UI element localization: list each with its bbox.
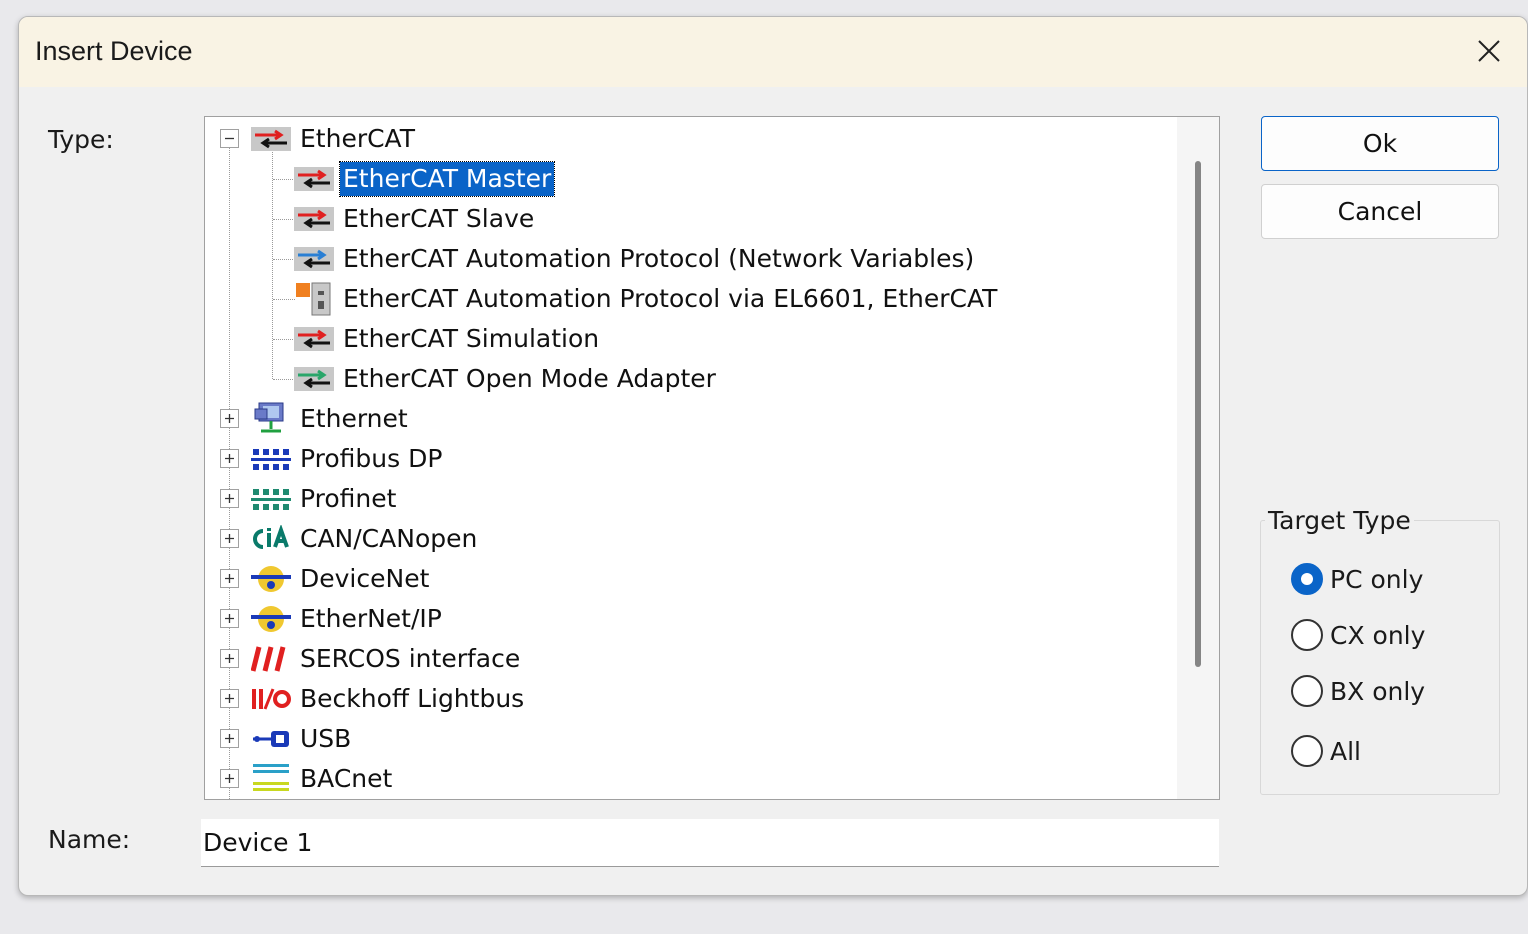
tree-item-ethernetip[interactable]: EtherNet/IP <box>251 599 445 639</box>
expand-toggle-ethernetip[interactable] <box>220 609 239 628</box>
tree-item-ethercat-master[interactable]: EtherCAT Master <box>294 159 556 199</box>
ethernetip-icon <box>251 601 291 637</box>
tree-item-label: USB <box>300 724 352 753</box>
tree-item-ethernet[interactable]: Ethernet <box>251 399 411 439</box>
tree-item-sercos-interface[interactable]: SERCOS interface <box>251 639 523 679</box>
tree-item-label: Profibus DP <box>300 444 443 473</box>
expand-toggle-lightbus[interactable] <box>220 689 239 708</box>
tree-item-ethercat-slave[interactable]: EtherCAT Slave <box>294 199 537 239</box>
expand-toggle-can[interactable] <box>220 529 239 548</box>
radio-label: PC only <box>1330 564 1424 594</box>
tree-item-label: EtherCAT Simulation <box>343 324 600 353</box>
radio-indicator <box>1291 735 1323 767</box>
terminal-icon <box>294 281 334 317</box>
tree-item-label: EtherCAT Automation Protocol via EL6601,… <box>343 284 998 313</box>
tree-item-label: EtherCAT Open Mode Adapter <box>343 364 716 393</box>
tree-item-profinet[interactable]: Profinet <box>251 479 399 519</box>
ethercat-red-icon <box>294 321 334 357</box>
tree-item-label: Profinet <box>300 484 397 513</box>
tree-item-label: Beckhoff Lightbus <box>300 684 525 713</box>
profibus-icon <box>251 441 291 477</box>
tree-item-beckhoff-lightbus[interactable]: Beckhoff Lightbus <box>251 679 527 719</box>
tree-item-profibus-dp[interactable]: Profibus DP <box>251 439 445 479</box>
expand-toggle-bacnet[interactable] <box>220 769 239 788</box>
tree-item-ethercat[interactable]: EtherCAT <box>251 119 418 159</box>
radio-label: All <box>1330 736 1361 766</box>
name-label: Name: <box>48 825 131 854</box>
tree-item-eap-el6601[interactable]: EtherCAT Automation Protocol via EL6601,… <box>294 279 1000 319</box>
tree-item-label: EtherCAT Master <box>338 161 556 197</box>
lightbus-icon <box>251 681 291 717</box>
expand-toggle-devicenet[interactable] <box>220 569 239 588</box>
title-bar: Insert Device <box>19 17 1527 87</box>
ethercat-green-icon <box>294 361 334 397</box>
dialog-title: Insert Device <box>35 36 193 66</box>
tree-item-label: EtherCAT <box>300 124 415 153</box>
usb-icon <box>251 721 291 757</box>
tree-item-label: BACnet <box>300 764 393 793</box>
expand-toggle-sercos[interactable] <box>220 649 239 668</box>
radio-all[interactable]: All <box>1291 735 1361 767</box>
tree-item-can-canopen[interactable]: CAN/CANopen <box>251 519 480 559</box>
radio-indicator <box>1291 619 1323 651</box>
tree-item-label: CAN/CANopen <box>300 524 478 553</box>
tree-item-devicenet[interactable]: DeviceNet <box>251 559 432 599</box>
tree-item-label: Ethernet <box>300 404 408 433</box>
expand-toggle-profinet[interactable] <box>220 489 239 508</box>
name-input[interactable] <box>201 819 1219 867</box>
tree-item-bacnet[interactable]: BACnet <box>251 759 395 799</box>
tree-item-label: SERCOS interface <box>300 644 521 673</box>
tree-scrollbar[interactable] <box>1177 117 1219 799</box>
close-icon <box>1478 40 1500 62</box>
tree-item-ethercat-open-mode-adapter[interactable]: EtherCAT Open Mode Adapter <box>294 359 719 399</box>
radio-label: BX only <box>1330 676 1426 706</box>
profinet-icon <box>251 481 291 517</box>
ethercat-red-icon <box>294 201 334 237</box>
tree-item-ethercat-simulation[interactable]: EtherCAT Simulation <box>294 319 602 359</box>
device-type-tree[interactable]: EtherCAT EtherCAT Master EtherC <box>204 116 1220 800</box>
insert-device-dialog: Insert Device Type: <box>18 16 1528 896</box>
radio-label: CX only <box>1330 620 1426 650</box>
ok-button[interactable]: Ok <box>1261 116 1499 171</box>
devicenet-icon <box>251 561 291 597</box>
cia-icon <box>251 521 291 557</box>
collapse-toggle-ethercat[interactable] <box>220 129 239 148</box>
close-button[interactable] <box>1469 31 1509 71</box>
tree-item-label: DeviceNet <box>300 564 430 593</box>
ethernet-icon <box>251 401 291 437</box>
ethercat-blue-icon <box>294 241 334 277</box>
expand-toggle-ethernet[interactable] <box>220 409 239 428</box>
radio-indicator <box>1291 675 1323 707</box>
cancel-button[interactable]: Cancel <box>1261 184 1499 239</box>
expand-toggle-usb[interactable] <box>220 729 239 748</box>
tree-item-label: EtherCAT Slave <box>343 204 535 233</box>
ethercat-icon <box>251 121 291 157</box>
bacnet-icon <box>251 761 291 797</box>
radio-cx-only[interactable]: CX only <box>1291 619 1425 651</box>
radio-indicator <box>1291 563 1323 595</box>
ethercat-red-icon <box>294 161 334 197</box>
sercos-icon <box>251 641 291 677</box>
tree-item-eap-network-variables[interactable]: EtherCAT Automation Protocol (Network Va… <box>294 239 977 279</box>
type-label: Type: <box>48 125 114 154</box>
tree-item-label: EtherNet/IP <box>300 604 442 633</box>
expand-toggle-profibus[interactable] <box>220 449 239 468</box>
tree-item-label: EtherCAT Automation Protocol (Network Va… <box>343 244 975 273</box>
radio-pc-only[interactable]: PC only <box>1291 563 1423 595</box>
target-type-title: Target Type <box>1265 506 1414 535</box>
radio-bx-only[interactable]: BX only <box>1291 675 1425 707</box>
tree-item-usb[interactable]: USB <box>251 719 354 759</box>
scrollbar-thumb[interactable] <box>1195 161 1201 667</box>
